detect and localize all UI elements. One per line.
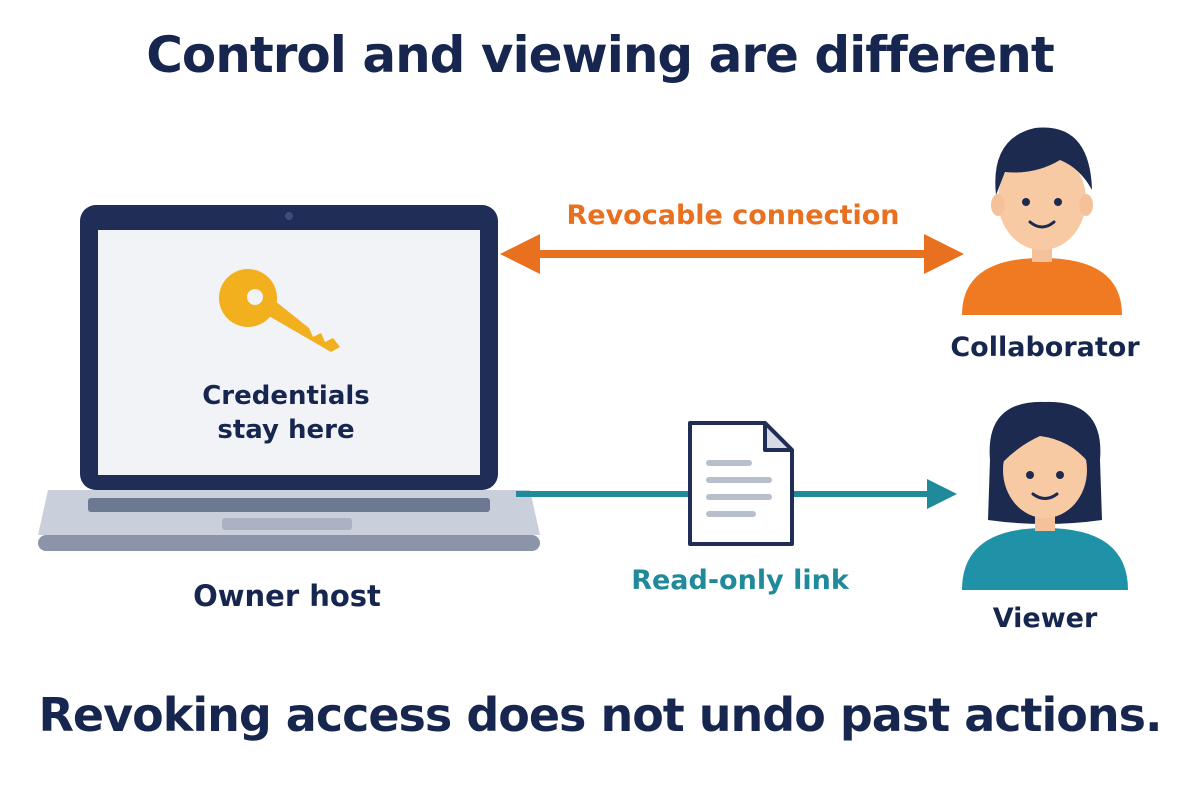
screen-text-line2: stay here xyxy=(217,415,354,445)
laptop-front-edge xyxy=(38,535,540,551)
owner-laptop: Credentials stay here xyxy=(38,205,540,551)
collaborator-hair xyxy=(995,127,1092,195)
collaborator-avatar xyxy=(962,127,1122,315)
viewer-face xyxy=(1003,422,1087,518)
collaborator-label: Collaborator xyxy=(950,332,1140,363)
viewer-shirt xyxy=(962,528,1128,590)
viewer-hair xyxy=(1003,415,1088,462)
laptop-camera xyxy=(285,212,293,220)
viewer-avatar xyxy=(962,401,1128,590)
footer-note: Revoking access does not undo past actio… xyxy=(38,688,1163,742)
viewer-label: Viewer xyxy=(993,603,1098,634)
read-only-link-label: Read-only link xyxy=(631,565,850,596)
key-icon xyxy=(219,269,340,352)
laptop-keyboard xyxy=(88,498,490,512)
page-title: Control and viewing are different xyxy=(146,26,1055,84)
screen-text-line1: Credentials xyxy=(202,381,370,411)
laptop-screen xyxy=(98,230,480,475)
owner-host-label: Owner host xyxy=(193,579,381,613)
revocable-connection-label: Revocable connection xyxy=(566,200,899,231)
collaborator-face xyxy=(998,150,1086,250)
laptop-trackpad xyxy=(222,518,352,530)
document-icon xyxy=(688,421,794,546)
collaborator-shirt xyxy=(962,258,1122,315)
